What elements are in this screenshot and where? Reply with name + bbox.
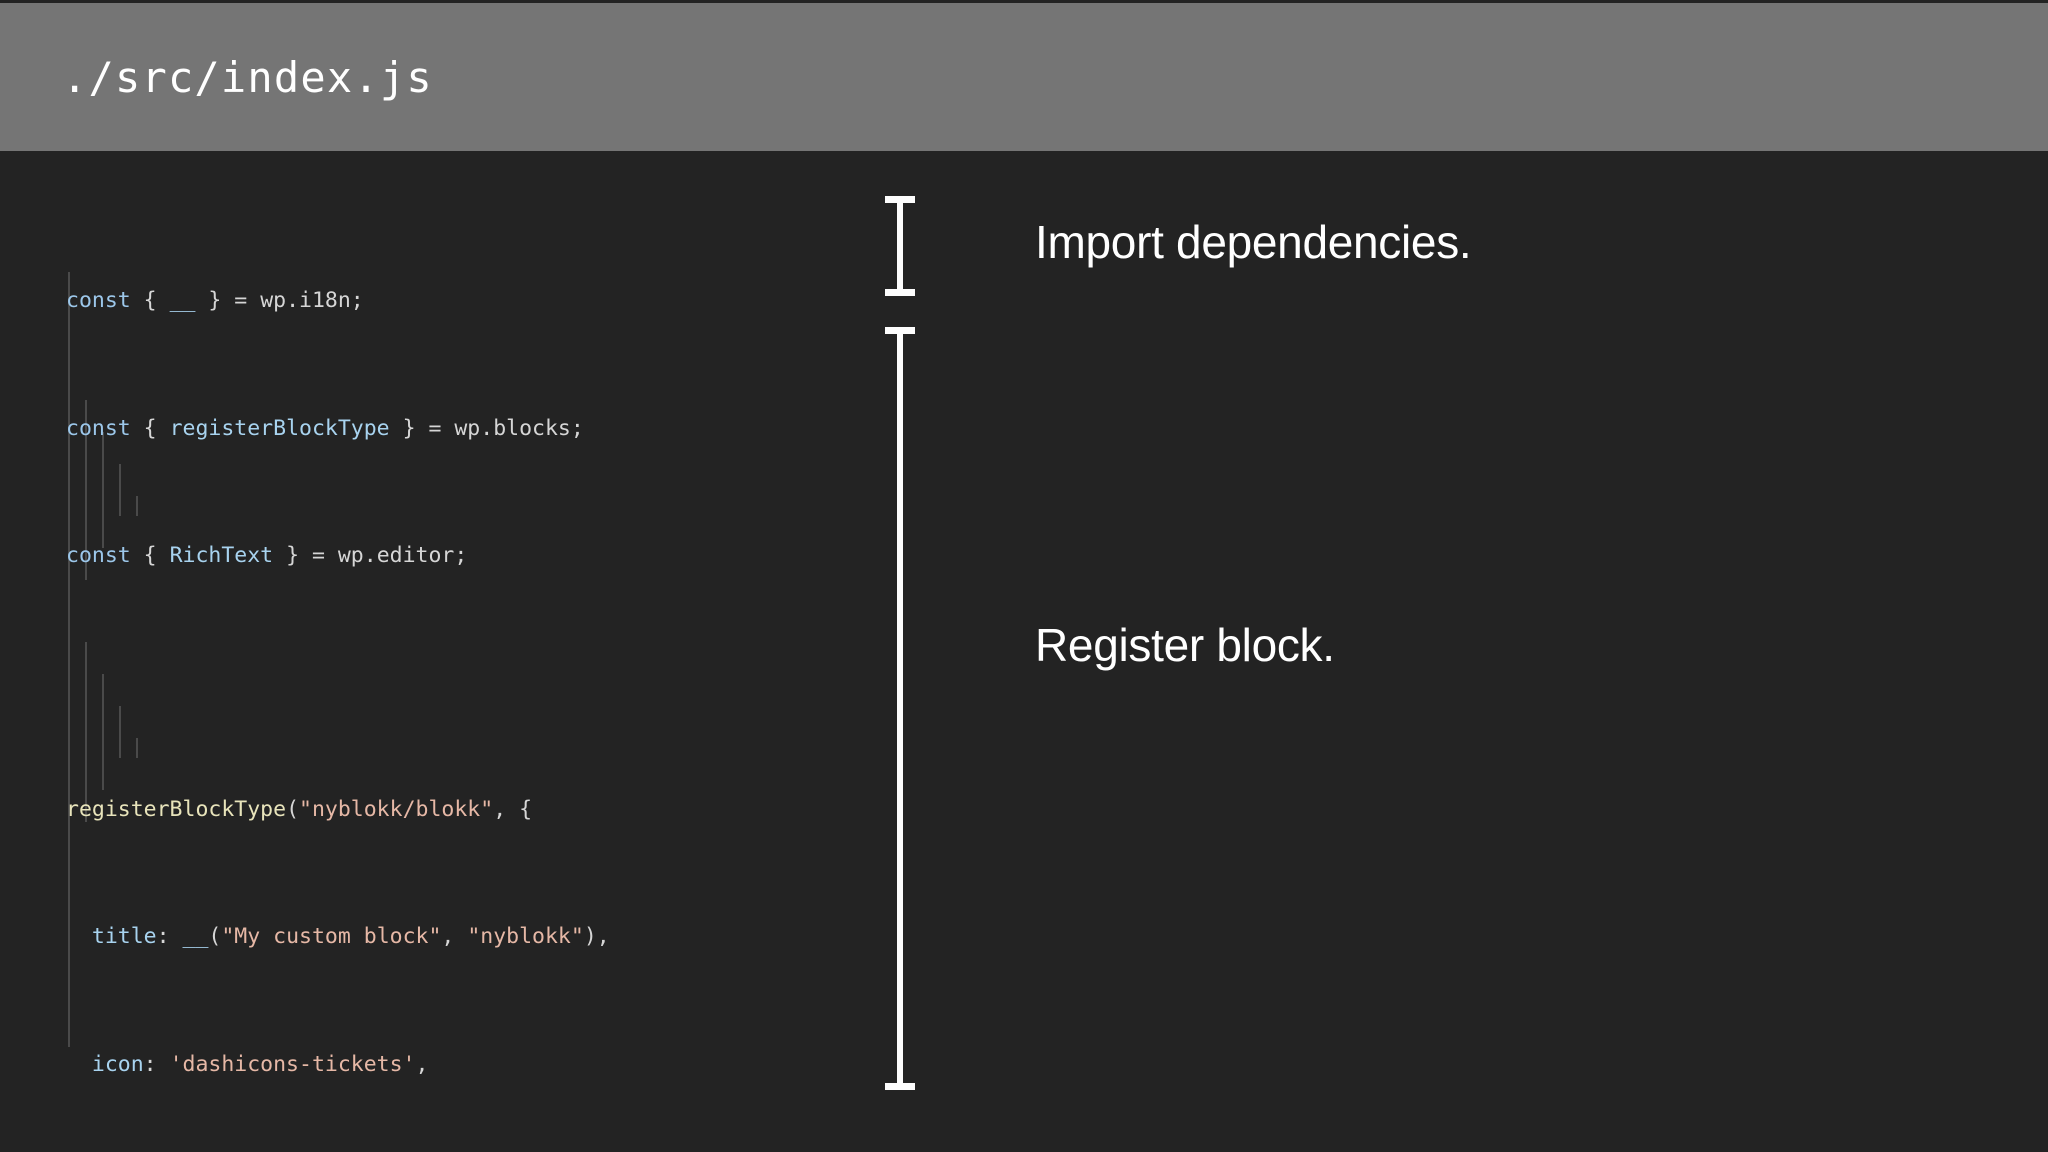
bracket-stem [897,327,903,1090]
file-header-bar: ./src/index.js [0,3,2048,151]
code-panel: const { __ } = wp.i18n; const { register… [0,157,900,1152]
indent-guide-level3-edit [102,432,104,548]
indent-guide-level4-edit [119,464,121,516]
annotation-column: Import dependencies. Register block. [885,157,2048,1152]
code-line-5: registerBlockType("nyblokk/blokk", { [66,797,533,823]
indent-guide-level1 [68,272,70,1047]
header-divider [0,151,2048,157]
code-line-3: const { RichText } = wp.editor; [66,542,468,568]
annotation-label-import-dependencies: Import dependencies. [1035,216,1472,268]
code-line-4-blank [66,667,765,699]
indent-guide-level5-save [136,738,138,758]
i-beam-bracket-register [885,327,915,1090]
indent-guide-level3-save [102,674,104,790]
code-line-7: icon: 'dashicons-tickets', [91,1051,429,1077]
top-strip [0,0,2048,3]
file-path-title: ./src/index.js [62,52,433,102]
bracket-stem [897,196,903,296]
indent-guide-level2-edit [85,400,87,580]
source-code[interactable]: const { __ } = wp.i18n; const { register… [66,190,765,1152]
indent-guide-level5-edit [136,496,138,516]
code-line-1: const { __ } = wp.i18n; [66,288,364,314]
code-line-2: const { registerBlockType } = wp.blocks; [66,415,584,441]
annotation-label-register-block: Register block. [1035,619,1335,671]
i-beam-bracket-import [885,196,915,296]
bracket-cap-bottom [885,1083,915,1090]
code-line-6: title: __("My custom block", "nyblokk"), [91,924,610,950]
indent-guide-level4-save [119,706,121,758]
indent-guide-level2-save [85,642,87,822]
bracket-cap-bottom [885,289,915,296]
